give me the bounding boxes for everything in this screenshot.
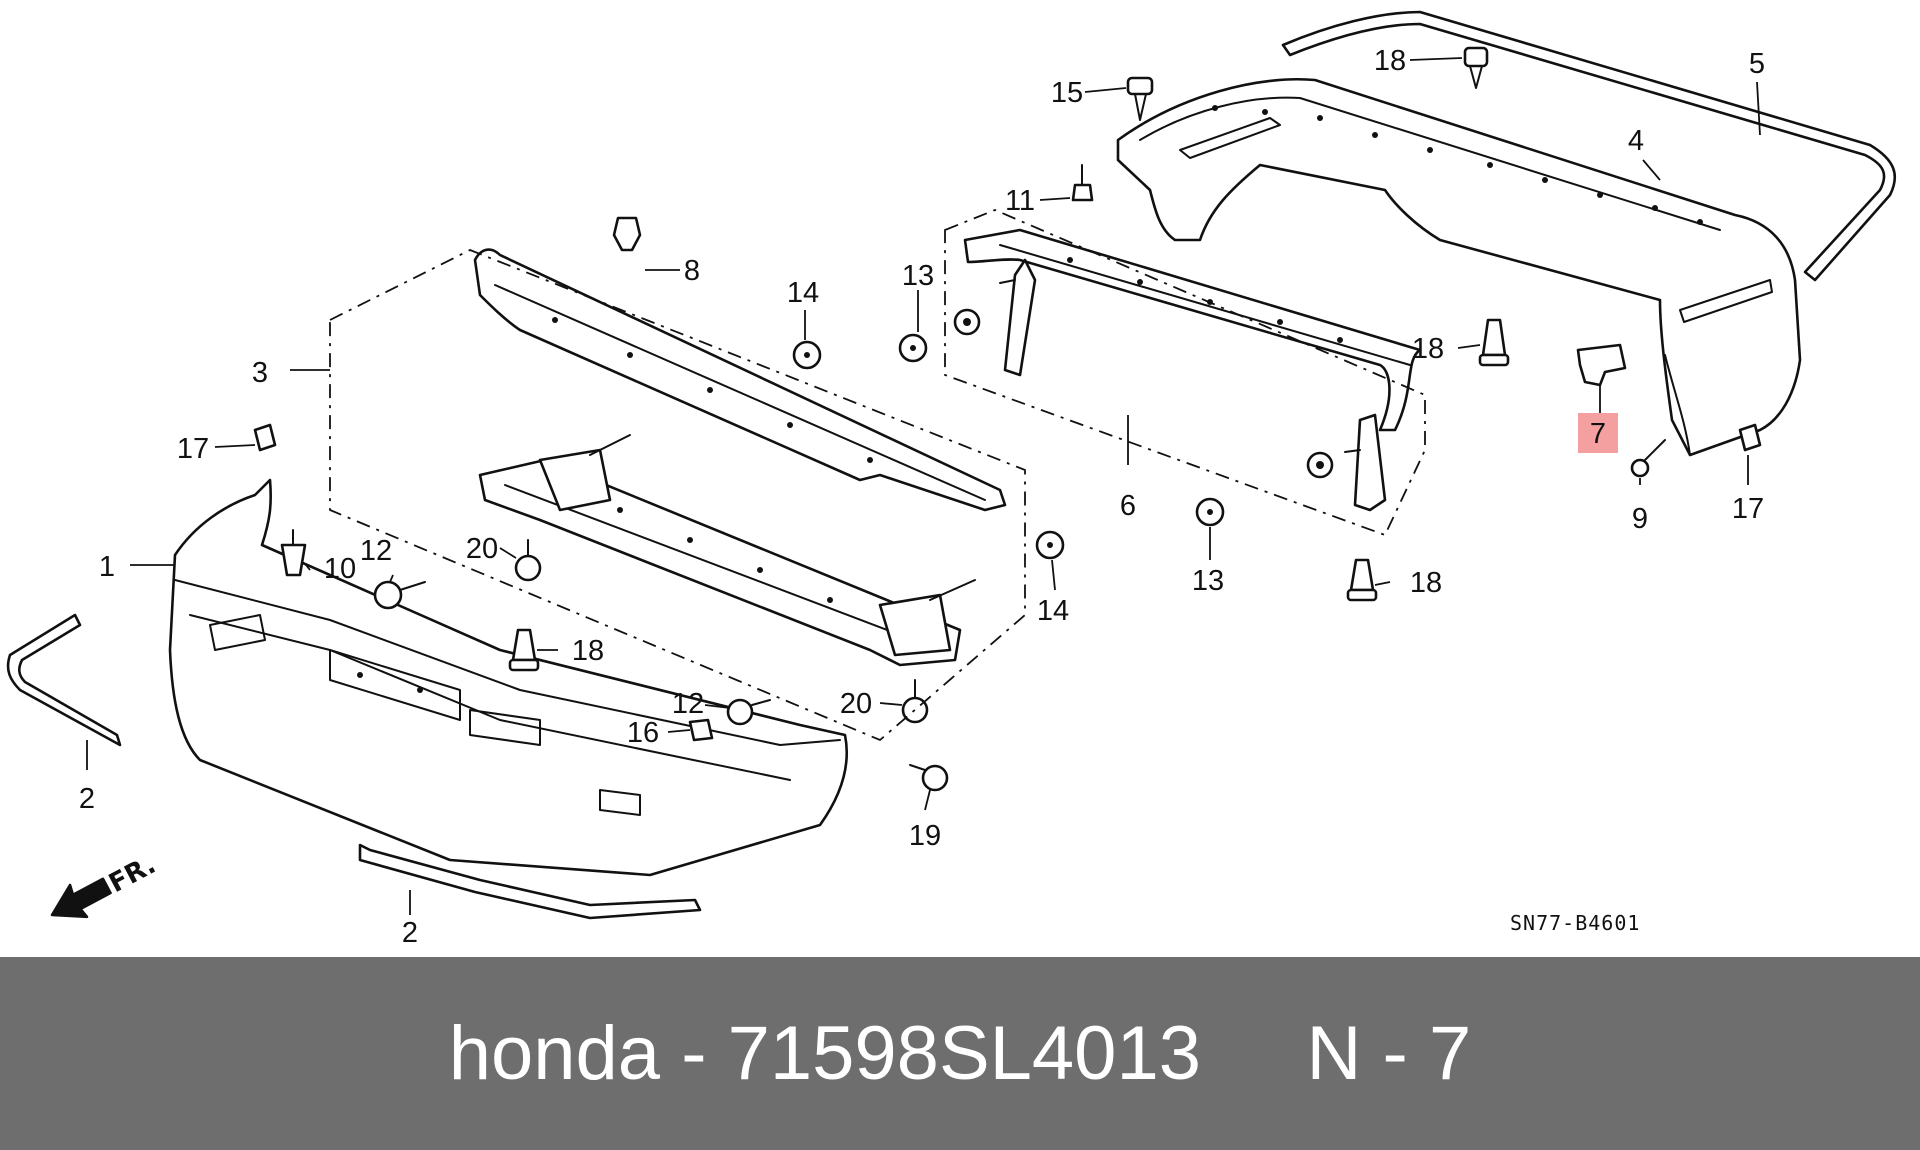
bumper-exploded-diagram: 18 5 15 4 11 8 14 13 3 18 7 17 9 17 6 1 … (6, 10, 1897, 949)
callout-20: 20 (840, 688, 872, 720)
callout-3: 3 (252, 357, 268, 389)
front-molding-left (6, 613, 122, 747)
callout-18: 18 (1412, 333, 1444, 365)
callout-18: 18 (1374, 45, 1406, 77)
drawing-reference-code: SN77-B4601 (1510, 911, 1640, 935)
callout-17: 17 (1732, 493, 1764, 525)
leader-lines (86, 57, 1761, 915)
front-molding-lower (358, 843, 702, 920)
callout-17: 17 (177, 433, 209, 465)
callout-12: 12 (672, 688, 704, 720)
direction-label: FR. (104, 850, 161, 899)
callout-18: 18 (572, 635, 604, 667)
callout-12: 12 (360, 535, 392, 567)
callout-7: 7 (1590, 418, 1606, 450)
callout-18: 18 (1410, 567, 1442, 599)
callout-labels: 18 5 15 4 11 8 14 13 3 18 7 17 9 17 6 1 … (79, 45, 1765, 949)
callout-14: 14 (1037, 595, 1069, 627)
rear-bumper-face (1116, 78, 1802, 457)
callout-13: 13 (1192, 565, 1224, 597)
front-direction-arrow: FR. (50, 850, 161, 919)
callout-10: 10 (324, 553, 356, 585)
callout-2: 2 (402, 917, 418, 949)
group-outline-rear (944, 209, 1426, 537)
callout-2: 2 (79, 783, 95, 815)
front-bumper-beam (478, 434, 976, 667)
group-outline-front (329, 249, 1026, 742)
callout-13: 13 (902, 260, 934, 292)
front-bumper-face (168, 478, 849, 877)
callout-1: 1 (99, 551, 115, 583)
callout-highlight (1578, 413, 1618, 453)
callout-9: 9 (1632, 503, 1648, 535)
callout-11: 11 (1005, 185, 1035, 217)
fasteners (253, 46, 1762, 792)
callout-20: 20 (466, 533, 498, 565)
rear-bumper-molding (1281, 10, 1897, 282)
callout-16: 16 (627, 717, 659, 749)
callout-8: 8 (684, 255, 700, 287)
callout-5: 5 (1749, 48, 1765, 80)
part-number-text: honda - 71598SL4013 N - 7 (448, 1011, 1472, 1096)
part-number-banner: honda - 71598SL4013 N - 7 (0, 957, 1920, 1150)
front-upper-reinforcement (473, 248, 1007, 512)
callout-19: 19 (909, 820, 941, 852)
callout-15: 15 (1051, 77, 1083, 109)
callout-6: 6 (1120, 490, 1136, 522)
callout-14: 14 (787, 277, 819, 309)
callout-4: 4 (1628, 125, 1644, 157)
rear-bumper-beam (953, 228, 1422, 512)
